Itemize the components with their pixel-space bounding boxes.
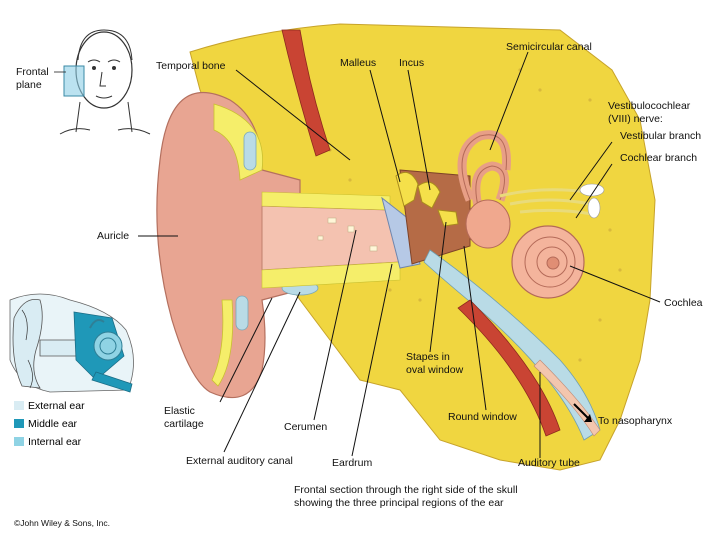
nasopharynx-arrow	[573, 403, 589, 419]
label-cochlea: Cochlea	[664, 297, 703, 309]
label-stapes-line2: oval window	[406, 364, 464, 376]
caption-line2: showing the three principal regions of t…	[294, 497, 504, 509]
legend-label-internal-ear: Internal ear	[28, 436, 82, 448]
label-frontal-plane-line1: Frontal	[16, 66, 49, 78]
legend-swatch-external-ear	[14, 401, 24, 410]
legend-swatch-internal-ear	[14, 437, 24, 446]
label-elastic-cartilage-line2: cartilage	[164, 418, 204, 430]
copyright: ©John Wiley & Sons, Inc.	[14, 518, 111, 528]
auricle-shape	[156, 91, 301, 399]
label-temporal-bone: Temporal bone	[156, 60, 226, 72]
main-ear-illustration	[156, 23, 656, 471]
label-malleus: Malleus	[340, 57, 377, 69]
head-thumbnail	[54, 29, 151, 135]
legend-label-middle-ear: Middle ear	[28, 418, 78, 430]
leader-lines	[138, 51, 661, 458]
legend-swatch-middle-ear	[14, 419, 24, 428]
label-stapes-line1: Stapes in	[406, 351, 450, 363]
cochlea-shape	[511, 225, 585, 299]
label-cochlear-branch: Cochlear branch	[620, 152, 698, 164]
incus-shape	[417, 181, 441, 209]
muscle-band	[281, 29, 331, 157]
stapes-shape	[437, 209, 459, 227]
frontal-plane-marker	[63, 65, 85, 97]
label-frontal-plane-line2: plane	[16, 79, 42, 91]
caption-line1: Frontal section through the right side o…	[294, 484, 518, 496]
auditory-canal-shape	[261, 205, 401, 271]
label-auditory-tube: Auditory tube	[518, 457, 580, 469]
label-auricle: Auricle	[97, 230, 130, 242]
label-semicircular-canal: Semicircular canal	[506, 41, 592, 53]
label-elastic-cartilage-line1: Elastic	[164, 405, 195, 417]
label-cerumen: Cerumen	[284, 421, 328, 433]
label-eardrum: Eardrum	[332, 457, 373, 469]
inset-section	[9, 293, 134, 393]
label-incus: Incus	[399, 57, 425, 69]
label-vestibular-branch: Vestibular branch	[620, 130, 702, 142]
label-vestibulocochlear-line1: Vestibulocochlear	[608, 100, 691, 112]
legend-label-external-ear: External ear	[28, 400, 85, 412]
label-to-nasopharynx: To nasopharynx	[598, 415, 673, 427]
label-external-auditory-canal: External auditory canal	[186, 455, 293, 467]
label-vestibulocochlear-line2: (VIII) nerve:	[608, 113, 663, 125]
label-round-window: Round window	[448, 411, 517, 423]
malleus-shape	[395, 171, 419, 207]
vestibulocochlear-nerve	[499, 188, 593, 216]
